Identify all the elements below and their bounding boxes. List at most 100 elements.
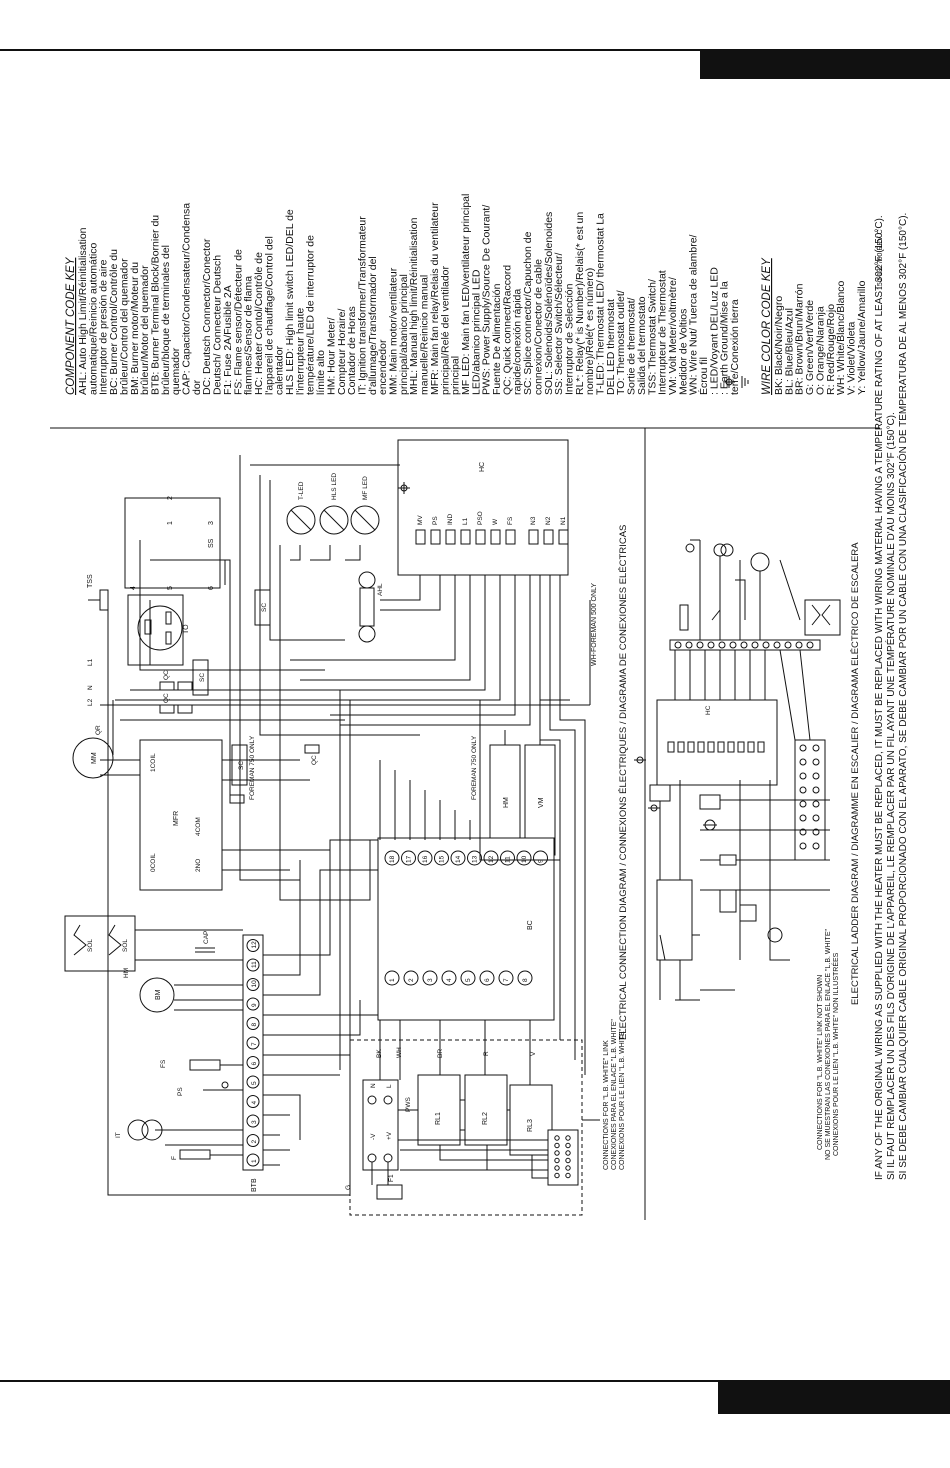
ladder-hc-pin: [747, 741, 755, 753]
solenoid-box: [64, 915, 136, 972]
bc-terminal-label: 8: [522, 978, 529, 982]
svg-text:RL1: RL1: [435, 1112, 442, 1125]
f-label: F: [171, 1156, 178, 1160]
component-key-line: PWS: Power Supply/Source De Courant/: [481, 205, 493, 395]
ladder-hc-pin: [687, 741, 695, 753]
component-key-line: SS: Selector Switch/Sélecteur/: [553, 253, 565, 395]
hc-label: HC: [479, 462, 486, 472]
component-key-heading: COMPONENT CODE KEY: [65, 256, 77, 395]
btb-terminal: [246, 939, 260, 952]
component-key-line: connexion/Conector de cable: [532, 259, 544, 395]
relay-rl2: [464, 1074, 508, 1146]
svg-text:SC: SC: [199, 673, 206, 682]
ladder-strip-terminal: [795, 641, 803, 649]
component-key-line: manuelle/Reinicio manual: [419, 275, 431, 395]
ladder-hc-pin: [667, 741, 675, 753]
ss-terminals: 1 2 3 4 5 6: [130, 496, 215, 590]
footer-rule: [0, 1380, 950, 1382]
component-key-line: température/LED de interruptor de: [305, 235, 317, 395]
dc-pin: [565, 1150, 571, 1156]
connection-diagram-caption: ELECTRICAL CONNECTION DIAGRAM / CONNEXIO…: [618, 525, 629, 1040]
ladder-terminal: [812, 772, 820, 780]
mm-label: MM: [91, 752, 98, 764]
bc-terminal-label: 16: [422, 855, 429, 863]
component-key-line: LED/abanico principal LED: [470, 269, 482, 395]
component-key-line: SC: Splice connector/Capuchon de: [522, 231, 534, 395]
ladder-hc-pin: [697, 741, 705, 753]
ladder-terminal: [812, 800, 820, 808]
btb-terminal-label: 3: [251, 1120, 258, 1124]
btb-terminal-label: 11: [251, 961, 258, 968]
svg-text:F1: F1: [388, 1174, 395, 1182]
burner-motor: [139, 977, 175, 1013]
hc-pin: [543, 529, 554, 545]
pressure-switch: [203, 1081, 229, 1091]
t-led: [286, 505, 316, 535]
btb-terminal-label: 8: [251, 1023, 258, 1027]
svg-text:N: N: [87, 685, 94, 690]
lb-white-not-shown-note: CONNECTIONS FOR "L.B. WHITE" LINK NOT SH…: [817, 929, 840, 1160]
bc-terminal-label: 13: [472, 855, 479, 863]
component-key-line: Écrou fil: [697, 357, 710, 395]
component-key-line: d'allumage/Transformador del: [367, 256, 379, 395]
component-key-line: SOL: Solenoids/Solénoïdes/Solenoides: [543, 212, 555, 395]
component-key-line: Interruptor de presión de aire: [98, 259, 110, 395]
btb-terminal: [246, 1095, 260, 1108]
bc-terminal: [479, 970, 495, 986]
btb-terminal-label: 1: [251, 1159, 258, 1163]
wire-key-line: R: Red/Rouge/Rojo: [825, 304, 837, 395]
btb-terminal: [246, 1134, 260, 1147]
dc-pin: [554, 1172, 560, 1179]
hc-pin-label: N2: [545, 516, 552, 525]
qr-label: QR: [95, 725, 102, 735]
svg-text:L2: L2: [87, 698, 94, 706]
hc-pin: [445, 529, 456, 545]
btb-terminal-label: 2: [251, 1140, 258, 1144]
header-rule: [0, 49, 950, 51]
pws-label: PWS: [405, 1097, 412, 1112]
dc-pin: [565, 1135, 571, 1141]
component-key-line: Sortie de thermostat/: [626, 297, 638, 395]
header-tab: [700, 49, 950, 79]
dc-pin: [554, 1142, 560, 1149]
ladder-hc-pin: [727, 741, 735, 753]
deutsch-connector: [547, 1129, 579, 1186]
ladder-diagram-caption: ELECTRICAL LADDER DIAGRAM / DIAGRAMME EN…: [850, 542, 861, 1005]
component-key-line: Interruptor de Selección: [563, 283, 575, 395]
ladder-terminal: [799, 786, 807, 794]
dc-pin: [554, 1157, 560, 1164]
component-key-line: BTB: Burner Terminal Block/Bornier du: [149, 215, 161, 395]
component-key-line: l'appareil de chauffage/Control del: [263, 236, 275, 395]
svg-text:5: 5: [167, 586, 174, 590]
ladder-hc-pin: [707, 741, 715, 753]
svg-text:HC: HC: [705, 705, 712, 715]
component-key-line: Medidor de Voltios: [677, 309, 689, 395]
key-led-icon: [723, 376, 735, 388]
ladder-terminal: [812, 744, 820, 752]
bc-terminal: [460, 970, 476, 986]
ladder-diagram: HC: [634, 539, 841, 1001]
wire-key-line: BK: Black/Noir/Negro: [773, 296, 785, 395]
t-led-label: T-LED: [298, 481, 305, 500]
ladder-strip-terminal: [773, 641, 781, 649]
svg-text:CAP: CAP: [203, 931, 210, 944]
fs-label: FS: [160, 1059, 167, 1068]
btb-terminal-label: 10: [251, 980, 258, 988]
hc-pin-label: PS: [432, 516, 439, 525]
capacitor: [195, 947, 215, 953]
component-key-line: flammes/Sensor de flama: [243, 276, 255, 395]
component-key-line: principal: [450, 356, 462, 395]
foreman-750-note-b: FOREMAN 750 ONLY: [471, 735, 478, 800]
svg-text:L1: L1: [87, 658, 94, 666]
lb-white-link-note: CONNECTIONS FOR "L.B. WHITE" LINK CONEXI…: [603, 1019, 626, 1170]
ladder-hc-pin: [717, 741, 725, 753]
doc-number: 150-132760 REV C: [877, 229, 884, 290]
key-ground-icon: [741, 376, 749, 388]
hc-pin: [430, 529, 441, 545]
bc-terminal: [467, 850, 482, 866]
hc-pin: [475, 529, 486, 545]
component-key-line: BM: Burner motor/Moteur du: [129, 262, 141, 395]
hc-pin-label: N3: [530, 516, 537, 525]
component-key-line: : Earth Ground/Mise a la: [719, 281, 731, 395]
